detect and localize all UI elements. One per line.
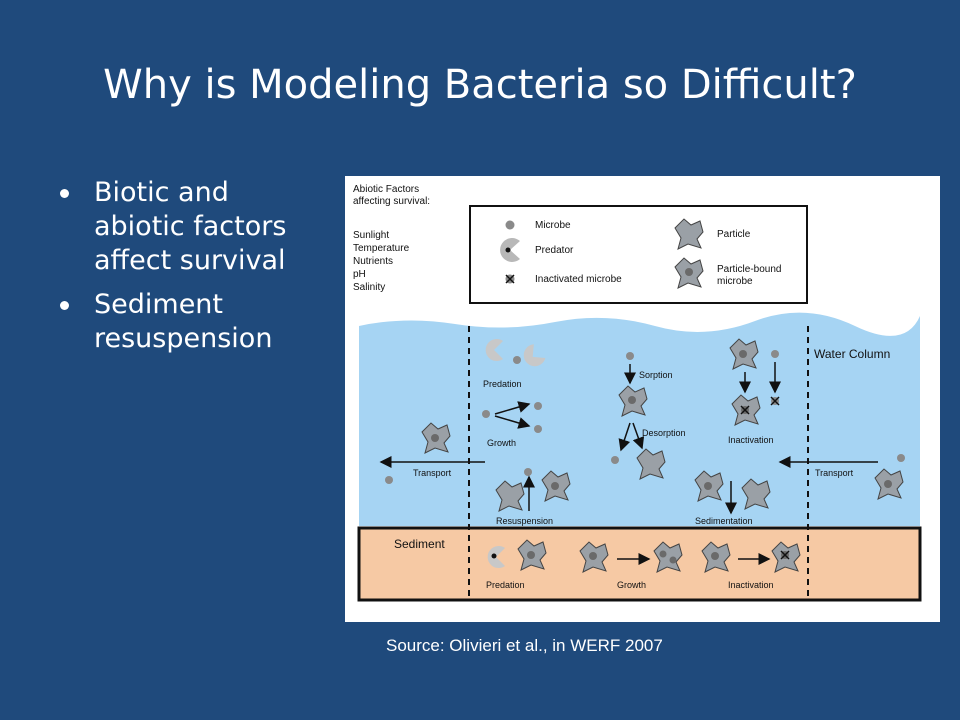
abiotic-factor: Nutrients bbox=[353, 256, 393, 267]
sorption-label: Sorption bbox=[639, 370, 673, 380]
legend-particle: Particle bbox=[717, 229, 751, 240]
bullet-item: Biotic and abiotic factors affect surviv… bbox=[58, 176, 328, 278]
bullet-text: Sediment resuspension bbox=[94, 289, 272, 354]
transport-right-label: Transport bbox=[815, 468, 854, 478]
bullet-text: Biotic and abiotic factors affect surviv… bbox=[94, 177, 286, 276]
water-column-label: Water Column bbox=[814, 347, 890, 361]
slide-title: Why is Modeling Bacteria so Difficult? bbox=[0, 62, 960, 108]
resuspension-label: Resuspension bbox=[496, 516, 553, 526]
legend-inactivated: Inactivated microbe bbox=[535, 274, 622, 285]
abiotic-factor: Sunlight bbox=[353, 230, 389, 241]
abiotic-title: Abiotic Factors bbox=[353, 184, 419, 195]
legend-particle-bound: microbe bbox=[717, 276, 753, 287]
inactivation-label: Inactivation bbox=[728, 435, 774, 445]
predation-label: Predation bbox=[483, 379, 522, 389]
legend-microbe: Microbe bbox=[535, 220, 571, 231]
growth-label: Growth bbox=[487, 438, 516, 448]
desorption-label: Desorption bbox=[642, 428, 686, 438]
abiotic-factor: Salinity bbox=[353, 282, 385, 293]
bullet-item: Sediment resuspension bbox=[58, 288, 328, 356]
bullet-list: Biotic and abiotic factors affect surviv… bbox=[58, 176, 328, 366]
bullet-icon bbox=[60, 301, 69, 310]
microbe-icon bbox=[506, 221, 515, 230]
abiotic-title: affecting survival: bbox=[353, 196, 430, 207]
sed-predation-label: Predation bbox=[486, 580, 525, 590]
sed-growth-label: Growth bbox=[617, 580, 646, 590]
legend-predator: Predator bbox=[535, 245, 574, 256]
bacteria-fate-diagram: Abiotic Factors affecting survival: Sunl… bbox=[345, 176, 940, 622]
source-citation: Source: Olivieri et al., in WERF 2007 bbox=[386, 636, 663, 656]
legend-box bbox=[470, 206, 807, 303]
bullet-icon bbox=[60, 189, 69, 198]
sedimentation-label: Sedimentation bbox=[695, 516, 753, 526]
legend-particle-bound: Particle-bound bbox=[717, 264, 781, 275]
abiotic-factor: pH bbox=[353, 269, 366, 280]
sed-inactivation-label: Inactivation bbox=[728, 580, 774, 590]
transport-left-label: Transport bbox=[413, 468, 452, 478]
particle-icon bbox=[675, 219, 703, 249]
water-column-area bbox=[359, 313, 920, 526]
abiotic-factor: Temperature bbox=[353, 243, 410, 254]
sediment-label: Sediment bbox=[394, 537, 445, 551]
